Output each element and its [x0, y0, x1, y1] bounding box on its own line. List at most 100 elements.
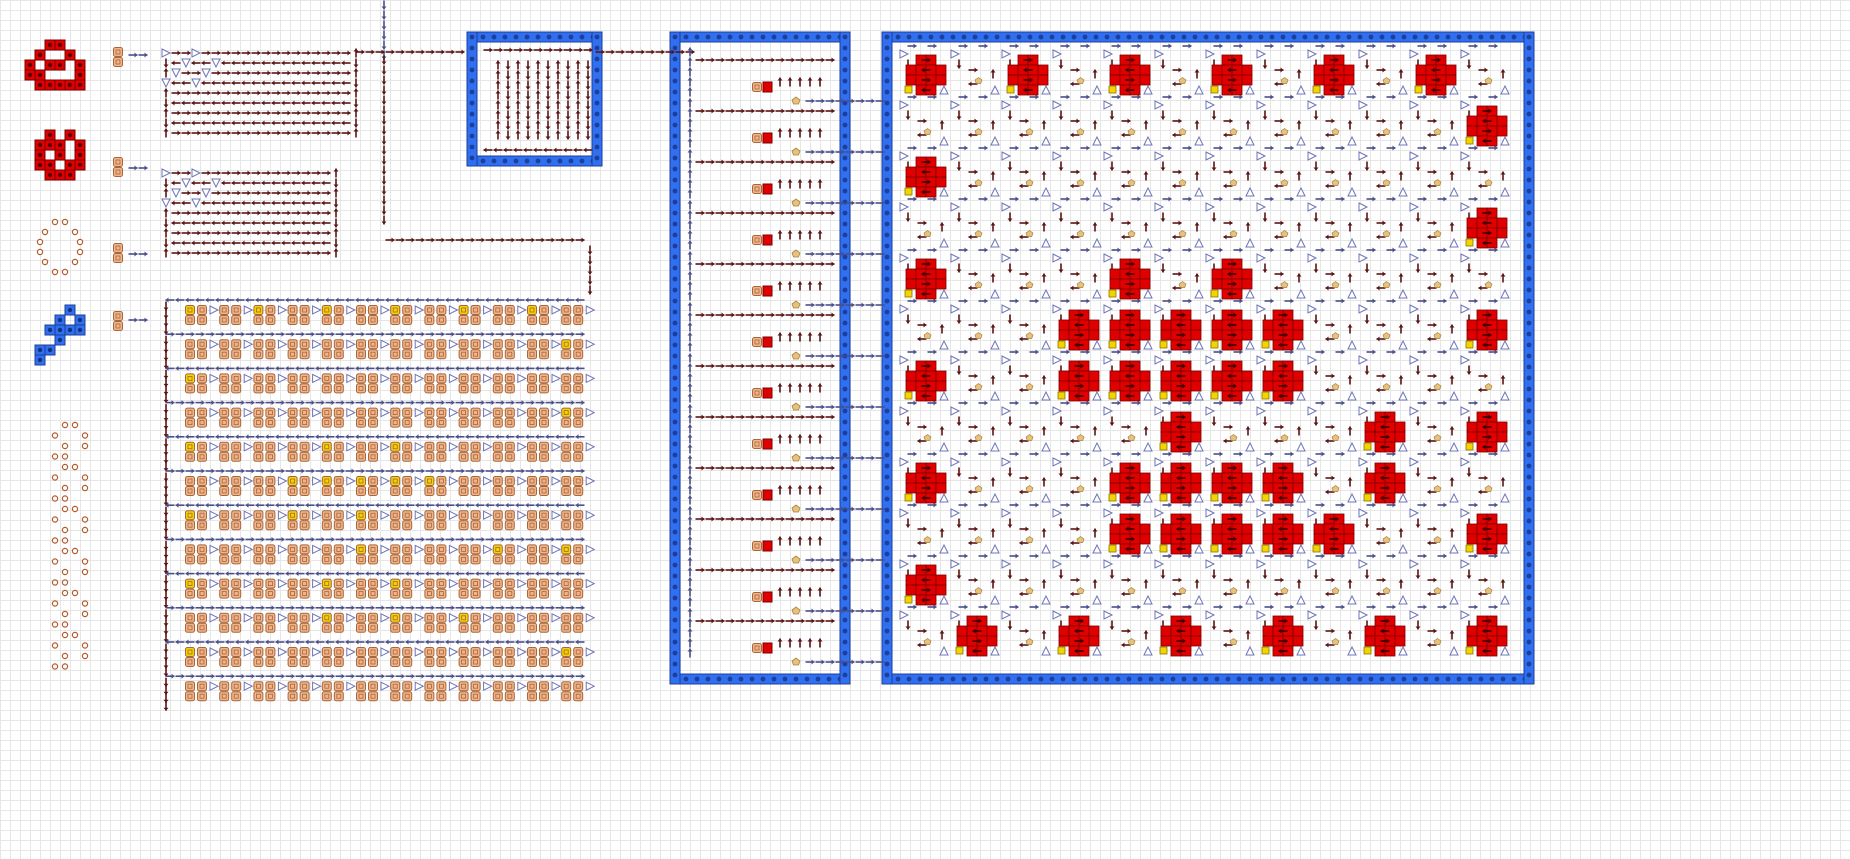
relay-cell[interactable]: [470, 441, 481, 452]
relay-cell[interactable]: [356, 486, 366, 496]
relay-cell[interactable]: [561, 451, 572, 462]
relay-cell[interactable]: [752, 337, 762, 347]
relay-cell[interactable]: [219, 657, 230, 667]
relay-cell[interactable]: [197, 691, 207, 702]
relay-cell[interactable]: [321, 510, 332, 521]
relay-cell[interactable]: [368, 588, 378, 599]
relay-cell[interactable]: [368, 441, 378, 452]
relay-cell[interactable]: [458, 588, 469, 599]
relay-cell[interactable]: [333, 554, 344, 565]
relay-cell[interactable]: [299, 441, 310, 452]
relay-cell[interactable]: [299, 647, 310, 657]
relay-cell[interactable]: [265, 486, 276, 496]
relay-cell[interactable]: [231, 657, 242, 667]
relay-cell[interactable]: [561, 612, 572, 623]
relay-cell[interactable]: [356, 383, 366, 394]
pixel-off[interactable]: [1076, 77, 1085, 84]
relay-cell[interactable]: [356, 407, 366, 418]
relay-cell[interactable]: [321, 622, 332, 633]
relay-cell[interactable]: [197, 349, 207, 360]
relay-cell[interactable]: [539, 544, 549, 555]
relay-cell[interactable]: [253, 315, 264, 325]
relay-cell[interactable]: [436, 407, 447, 418]
relay-cell[interactable]: [265, 647, 276, 657]
lamp-on[interactable]: [185, 373, 195, 384]
relay-cell[interactable]: [436, 383, 447, 394]
relay-cell[interactable]: [368, 383, 378, 394]
relay-cell[interactable]: [492, 305, 503, 315]
relay-cell[interactable]: [219, 486, 230, 496]
relay-cell[interactable]: [458, 349, 469, 360]
relay-cell[interactable]: [436, 451, 447, 462]
relay-cell[interactable]: [458, 476, 469, 486]
relay-cell[interactable]: [287, 315, 298, 325]
relay-cell[interactable]: [504, 657, 515, 667]
relay-cell[interactable]: [287, 578, 298, 589]
relay-cell[interactable]: [573, 588, 584, 599]
relay-cell[interactable]: [197, 657, 207, 667]
relay-cell[interactable]: [561, 441, 572, 452]
lamp-on[interactable]: [390, 305, 401, 315]
relay-cell[interactable]: [219, 315, 230, 325]
relay-cell[interactable]: [231, 520, 242, 531]
relay-cell[interactable]: [265, 691, 276, 702]
relay-cell[interactable]: [356, 349, 366, 360]
relay-cell[interactable]: [231, 476, 242, 486]
relay-cell[interactable]: [436, 588, 447, 599]
relay-cell[interactable]: [436, 681, 447, 692]
relay-cell[interactable]: [752, 643, 762, 653]
relay-cell[interactable]: [458, 691, 469, 702]
relay-cell[interactable]: [185, 407, 195, 418]
relay-cell[interactable]: [752, 235, 762, 245]
relay-cell[interactable]: [539, 441, 549, 452]
lamp-on[interactable]: [458, 612, 469, 623]
relay-cell[interactable]: [504, 373, 515, 384]
relay-cell[interactable]: [492, 681, 503, 692]
relay-cell[interactable]: [368, 417, 378, 428]
relay-cell[interactable]: [573, 622, 584, 633]
relay-cell[interactable]: [527, 451, 537, 462]
relay-cell[interactable]: [287, 486, 298, 496]
relay-cell[interactable]: [287, 441, 298, 452]
relay-cell[interactable]: [253, 554, 264, 565]
relay-cell[interactable]: [356, 578, 366, 589]
relay-cell[interactable]: [492, 647, 503, 657]
relay-cell[interactable]: [504, 407, 515, 418]
lamp-on[interactable]: [321, 305, 332, 315]
relay-cell[interactable]: [299, 554, 310, 565]
relay-cell[interactable]: [368, 612, 378, 623]
relay-cell[interactable]: [402, 383, 413, 394]
relay-cell[interactable]: [333, 305, 344, 315]
relay-cell[interactable]: [321, 339, 332, 350]
relay-cell[interactable]: [561, 578, 572, 589]
relay-cell[interactable]: [424, 612, 435, 623]
relay-cell[interactable]: [197, 383, 207, 394]
relay-cell[interactable]: [424, 417, 435, 428]
relay-cell[interactable]: [752, 490, 762, 500]
relay-cell[interactable]: [402, 373, 413, 384]
relay-cell[interactable]: [333, 383, 344, 394]
relay-cell[interactable]: [436, 486, 447, 496]
relay-cell[interactable]: [113, 157, 123, 167]
relay-cell[interactable]: [333, 441, 344, 452]
relay-cell[interactable]: [561, 476, 572, 486]
relay-cell[interactable]: [527, 417, 537, 428]
relay-cell[interactable]: [492, 383, 503, 394]
relay-cell[interactable]: [470, 647, 481, 657]
relay-cell[interactable]: [424, 578, 435, 589]
relay-cell[interactable]: [470, 383, 481, 394]
relay-cell[interactable]: [333, 451, 344, 462]
pixel-off[interactable]: [1025, 128, 1034, 135]
relay-cell[interactable]: [368, 544, 378, 555]
relay-cell[interactable]: [573, 657, 584, 667]
relay-cell[interactable]: [253, 476, 264, 486]
relay-cell[interactable]: [185, 451, 195, 462]
relay-cell[interactable]: [231, 486, 242, 496]
relay-cell[interactable]: [527, 544, 537, 555]
relay-cell[interactable]: [219, 510, 230, 521]
relay-cell[interactable]: [265, 544, 276, 555]
relay-cell[interactable]: [253, 647, 264, 657]
relay-cell[interactable]: [287, 554, 298, 565]
relay-cell[interactable]: [356, 622, 366, 633]
